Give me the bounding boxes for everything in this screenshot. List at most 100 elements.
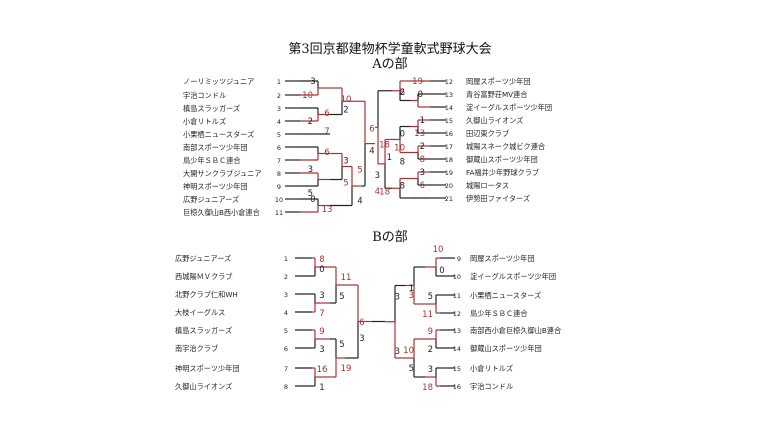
score-label: 5 xyxy=(308,189,313,199)
team-name: 小倉リトルズ xyxy=(470,364,513,373)
team-name: 西城陽ＭＶクラブ xyxy=(175,272,233,281)
team-name: 淀イーグルスポーツ少年団 xyxy=(466,103,552,112)
score-label: 1 xyxy=(420,116,425,126)
score-label: 11 xyxy=(341,273,352,283)
team-name: 久御山ライオンズ xyxy=(466,116,523,125)
score-label: 3 xyxy=(319,345,324,355)
division-a-label: Aの部 xyxy=(372,57,408,72)
team-name: 久御山ライオンズ xyxy=(175,382,232,391)
team-name: 南部西小倉巨椋久御山B連合 xyxy=(470,326,561,335)
seed-number: 9 xyxy=(457,255,461,263)
team-name: 城陽ロータス xyxy=(466,181,509,190)
score-label: 6 xyxy=(420,181,425,191)
seed-number: 2 xyxy=(277,92,281,100)
score-label: 3 xyxy=(409,291,414,301)
score-label: 18 xyxy=(379,141,390,151)
team-name: 南部スポーツ少年団 xyxy=(183,143,248,152)
seed-number: 17 xyxy=(445,143,453,151)
score-label: 2 xyxy=(400,88,405,98)
score-label: 6 xyxy=(359,318,364,328)
team-name: 宇治コンドル xyxy=(183,91,226,100)
score-label: 11 xyxy=(422,310,433,320)
score-label: 3 xyxy=(428,365,433,375)
seed-number: 13 xyxy=(445,91,453,99)
team-name: 宇治コンドル xyxy=(470,382,513,391)
seed-number: 16 xyxy=(445,130,453,138)
seed-number: 7 xyxy=(277,157,281,165)
score-label: 6 xyxy=(324,148,329,158)
team-name: 岡屋スポーツ少年団 xyxy=(470,254,535,263)
score-label: 10 xyxy=(394,144,405,154)
score-label: 16 xyxy=(317,365,328,375)
score-label: 10 xyxy=(403,346,414,356)
seed-number: 11 xyxy=(275,209,283,217)
seed-number: 12 xyxy=(453,310,461,318)
division-b-label: Bの部 xyxy=(372,230,408,245)
score-label: 4 xyxy=(357,197,362,207)
seed-number: 16 xyxy=(453,383,461,391)
team-name: 槙島スラッガーズ xyxy=(175,326,232,335)
seed-number: 15 xyxy=(453,365,461,373)
score-label: 13 xyxy=(414,129,425,139)
score-label: 4 xyxy=(369,146,374,156)
seed-number: 5 xyxy=(284,327,288,335)
score-label: 0 xyxy=(319,265,324,275)
score-label: 3 xyxy=(343,157,348,167)
score-label: 10 xyxy=(433,245,444,255)
score-label: 3 xyxy=(359,334,364,344)
team-name: 御蔵山スポーツ少年団 xyxy=(466,155,538,164)
team-name: 田辺東クラブ xyxy=(466,129,509,138)
seed-number: 20 xyxy=(445,182,453,190)
score-label: 9 xyxy=(428,327,433,337)
team-name: 南宇治クラブ xyxy=(175,344,218,353)
team-name: FA福井少年野球クラブ xyxy=(466,168,539,177)
team-name: 鳥少年ＳＢＣ連合 xyxy=(470,309,528,318)
team-name: 神明スポーツ少年団 xyxy=(183,182,248,191)
seed-number: 5 xyxy=(277,131,281,139)
score-label: 3 xyxy=(375,171,380,181)
score-label: 6 xyxy=(400,88,405,98)
score-label: 1 xyxy=(387,153,392,163)
score-label: 9 xyxy=(319,327,324,337)
team-name: 青谷富野荘MV連合 xyxy=(466,90,527,99)
team-name: 広野ジュニアーズ xyxy=(183,195,239,204)
seed-number: 14 xyxy=(445,104,453,112)
seed-number: 3 xyxy=(277,105,281,113)
score-label: 8 xyxy=(400,182,405,192)
score-label: 2 xyxy=(428,345,433,355)
seed-number: 6 xyxy=(277,144,281,152)
score-label: 1 xyxy=(319,383,324,393)
score-label: 5 xyxy=(339,292,344,302)
seed-number: 14 xyxy=(453,345,461,353)
team-name: 広野ジュニアーズ xyxy=(175,254,231,263)
score-label: 10 xyxy=(341,95,352,105)
seed-number: 10 xyxy=(453,273,461,281)
score-label: 3 xyxy=(308,165,313,175)
tournament-title: 第3回京都建物杯学童軟式野球大会 xyxy=(288,42,492,57)
score-label: 8 xyxy=(319,255,324,265)
score-label: 10 xyxy=(302,91,313,101)
score-label: 5 xyxy=(357,166,362,176)
team-name: 小栗栖ニュースターズ xyxy=(183,130,254,139)
score-label: 6 xyxy=(369,124,374,134)
score-label: 2 xyxy=(420,142,425,152)
team-name: 鳥少年ＳＢＣ連合 xyxy=(183,156,241,165)
score-label: 3 xyxy=(319,291,324,301)
seed-number: 1 xyxy=(284,255,288,263)
score-label: 19 xyxy=(341,364,352,374)
seed-number: 8 xyxy=(277,170,281,178)
seed-number: 10 xyxy=(275,196,283,204)
score-label: 19 xyxy=(412,77,423,87)
score-label: 3 xyxy=(395,293,400,303)
score-label: 0 xyxy=(400,130,405,140)
seed-number: 1 xyxy=(277,78,281,86)
score-label: 5 xyxy=(339,340,344,350)
score-label: 13 xyxy=(322,205,333,215)
seed-number: 18 xyxy=(445,156,453,164)
seed-number: 15 xyxy=(445,117,453,125)
team-name: 神明スポーツ少年団 xyxy=(175,364,240,373)
score-label: 6 xyxy=(324,109,329,119)
score-label: 5 xyxy=(409,364,414,374)
team-name: 岡屋スポーツ少年団 xyxy=(466,77,531,86)
score-label: 5 xyxy=(343,179,348,189)
